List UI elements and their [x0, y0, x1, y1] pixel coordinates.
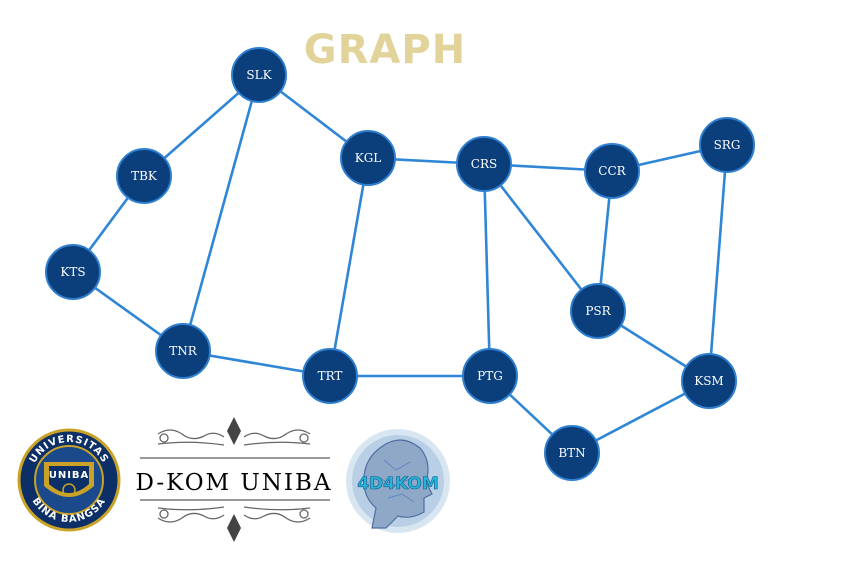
node-circle: [584, 143, 640, 199]
dkom-brand: D-KOM UNIBA: [135, 417, 332, 542]
4d4kom-label: 4D4KOM: [357, 474, 439, 494]
brand-name: D-KOM UNIBA: [135, 470, 332, 496]
node-circle: [570, 283, 626, 339]
node-label: SLK: [246, 68, 272, 82]
node-circle: [302, 348, 358, 404]
diagram-title: GRAPH: [304, 27, 466, 73]
node-btn: BTN: [544, 425, 600, 481]
4d4kom-logo: 4D4KOM: [346, 429, 450, 533]
node-label: TRT: [318, 369, 343, 383]
node-circle: [544, 425, 600, 481]
node-tbk: TBK: [116, 148, 172, 204]
node-tnr: TNR: [155, 323, 211, 379]
node-ptg: PTG: [462, 348, 518, 404]
node-label: CCR: [598, 164, 626, 178]
node-circle: [231, 47, 287, 103]
node-label: KSM: [694, 374, 723, 388]
node-circle: [699, 117, 755, 173]
node-slk: SLK: [231, 47, 287, 103]
node-circle: [340, 130, 396, 186]
nodes-layer: SLK TBK KTS TNR KGL TRT CRS PTG CCR SRG PSR KSM BTN: [45, 47, 755, 481]
node-ksm: KSM: [681, 353, 737, 409]
node-trt: TRT: [302, 348, 358, 404]
node-label: PTG: [477, 369, 503, 383]
node-label: KGL: [355, 151, 382, 165]
node-label: TBK: [131, 169, 158, 183]
uniba-seal-label: UNIBA: [49, 470, 90, 481]
node-circle: [45, 244, 101, 300]
node-circle: [456, 136, 512, 192]
node-label: KTS: [60, 265, 85, 279]
node-kgl: KGL: [340, 130, 396, 186]
edge-slk-tnr: [181, 74, 261, 352]
edge-srg-ksm: [707, 144, 729, 382]
node-psr: PSR: [570, 283, 626, 339]
node-circle: [462, 348, 518, 404]
node-ccr: CCR: [584, 143, 640, 199]
node-circle: [681, 353, 737, 409]
node-label: BTN: [558, 446, 585, 460]
node-circle: [155, 323, 211, 379]
node-label: CRS: [471, 157, 497, 171]
edge-crs-psr: [482, 163, 600, 312]
node-label: PSR: [585, 304, 611, 318]
node-label: SRG: [714, 138, 741, 152]
node-srg: SRG: [699, 117, 755, 173]
edge-crs-ptg: [482, 163, 492, 377]
node-circle: [116, 148, 172, 204]
node-label: TNR: [169, 344, 198, 358]
edges-layer: [71, 73, 729, 455]
node-crs: CRS: [456, 136, 512, 192]
node-kts: KTS: [45, 244, 101, 300]
edge-kgl-trt: [328, 157, 370, 377]
